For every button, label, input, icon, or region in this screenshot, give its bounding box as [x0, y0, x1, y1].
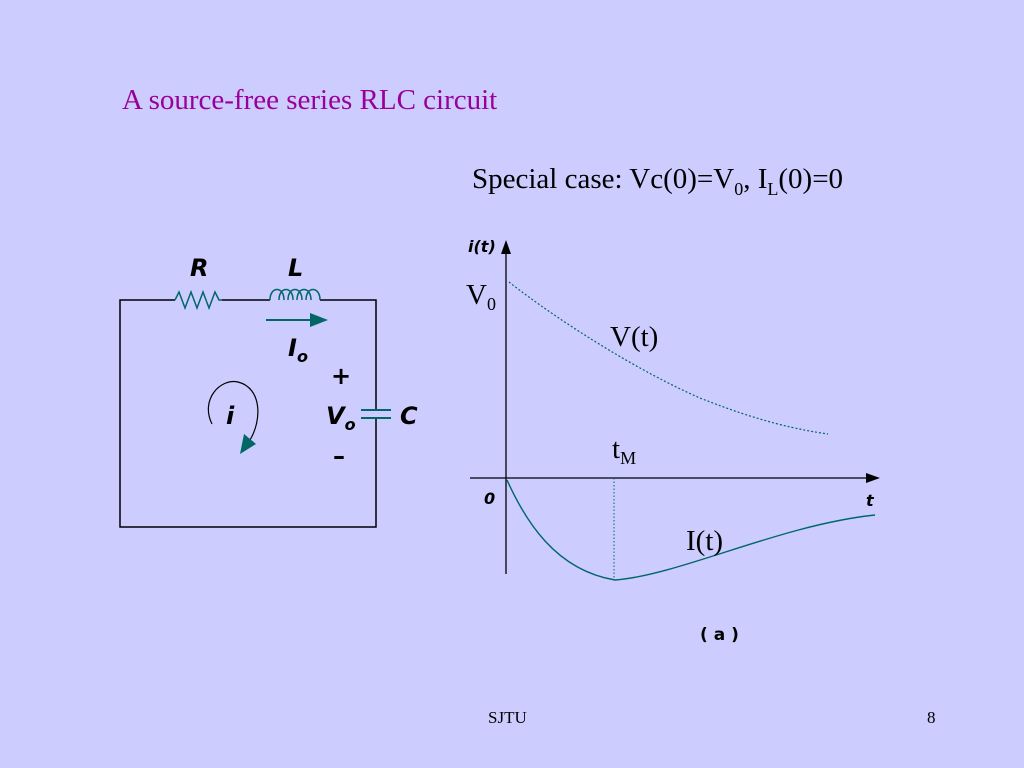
y-axis-arrow	[501, 240, 511, 254]
current-label-sub: o	[297, 347, 308, 366]
plus-sign: +	[331, 362, 351, 390]
tm-label-main: t	[612, 433, 620, 465]
x-axis-label: t	[866, 491, 875, 510]
inductor-coil	[269, 288, 321, 301]
resistor-zigzag	[174, 289, 222, 311]
origin-label: 0	[484, 489, 495, 508]
inductor-label: L	[288, 254, 303, 282]
graph: i(t) t 0 V0 V(t) tM I(t) ( a )	[466, 237, 880, 645]
circuit-wire-right	[320, 299, 377, 411]
vt-curve	[508, 281, 829, 435]
v0-label-main: V	[466, 279, 487, 311]
voltage-label-main: V	[326, 402, 347, 430]
loop-current-arc	[207, 380, 259, 441]
footer-page-number: 8	[927, 708, 936, 727]
special-case-sub-l: L	[767, 178, 779, 199]
y-axis-label: i(t)	[468, 237, 496, 256]
footer-org: SJTU	[488, 708, 527, 727]
loop-current-label: i	[226, 402, 235, 430]
special-case-mid: , I	[743, 163, 768, 195]
v0-label: V0	[466, 279, 496, 314]
loop-current-arrow-head	[240, 434, 256, 454]
x-axis-arrow	[866, 473, 880, 483]
circuit: R L Io i + Vo – C	[119, 254, 418, 528]
current-arrow-head	[310, 313, 328, 327]
v0-label-sub: 0	[487, 294, 496, 314]
special-case-suffix: (0)=0	[778, 163, 844, 195]
current-label: Io	[288, 334, 308, 366]
tm-label-sub: M	[620, 448, 636, 468]
capacitor-voltage-label: Vo	[326, 402, 356, 434]
it-curve	[506, 479, 876, 581]
slide-title: A source-free series RLC circuit	[122, 84, 498, 116]
special-case-heading: Special case: Vc(0)=V0, IL(0)=0	[472, 163, 843, 200]
resistor-label: R	[190, 254, 208, 282]
voltage-label-sub: o	[345, 415, 356, 434]
figure-caption: ( a )	[700, 625, 739, 645]
special-case-prefix: Special case: Vc(0)=V	[472, 163, 735, 195]
it-label: I(t)	[686, 525, 723, 557]
tm-label: tM	[612, 433, 636, 468]
vt-label: V(t)	[610, 321, 658, 353]
minus-sign: –	[333, 442, 345, 470]
special-case-sub-0: 0	[734, 178, 744, 199]
current-label-main: I	[288, 334, 297, 362]
capacitor-label: C	[400, 402, 418, 430]
